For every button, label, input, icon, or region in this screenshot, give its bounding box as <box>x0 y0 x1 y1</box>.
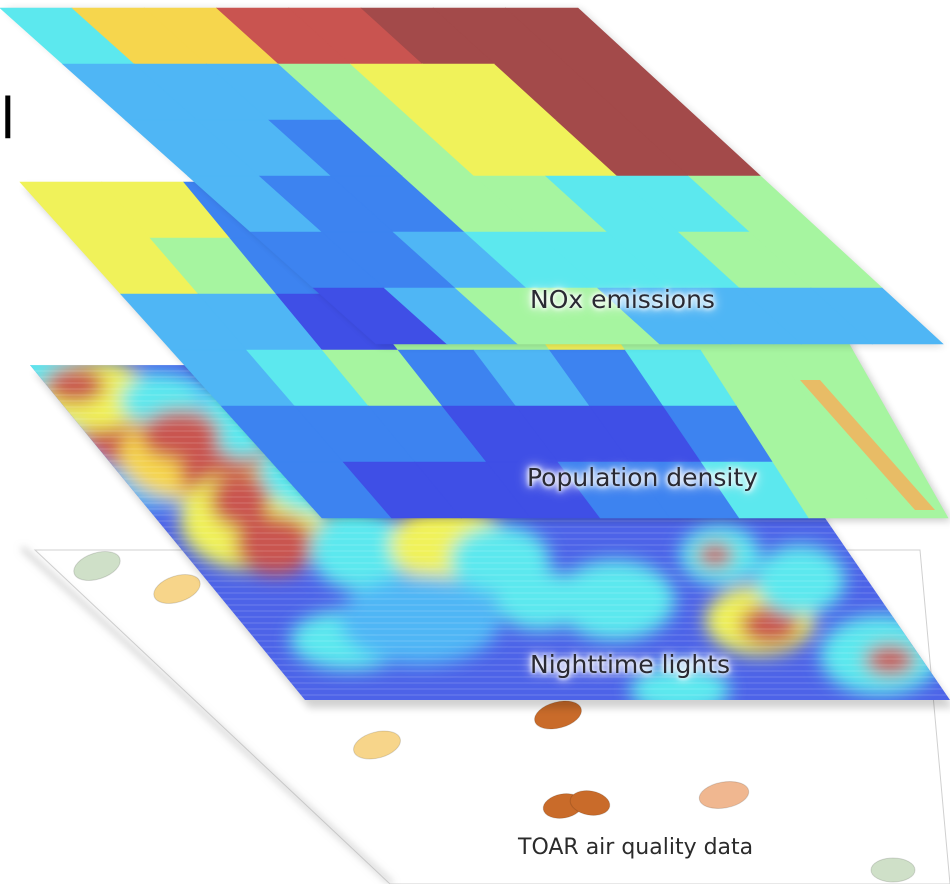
toar-air-quality-label: TOAR air quality data <box>518 835 754 860</box>
nighttime-lights-label: Nighttime lights <box>530 650 731 679</box>
toar-sheet-edge <box>20 546 394 884</box>
station-marker <box>353 730 401 760</box>
station-marker <box>870 857 916 883</box>
population-density-label: Population density <box>527 463 758 492</box>
cropped-title-glyph: l <box>0 87 16 152</box>
station-marker <box>698 780 750 810</box>
nox-cell <box>810 287 944 345</box>
station-marker <box>73 551 121 581</box>
nox-emissions-layer <box>0 7 945 346</box>
station-marker <box>569 790 611 816</box>
nox-emissions-label: NOx emissions <box>530 285 715 314</box>
station-marker <box>153 574 201 604</box>
population-edge-highlight <box>800 380 935 510</box>
